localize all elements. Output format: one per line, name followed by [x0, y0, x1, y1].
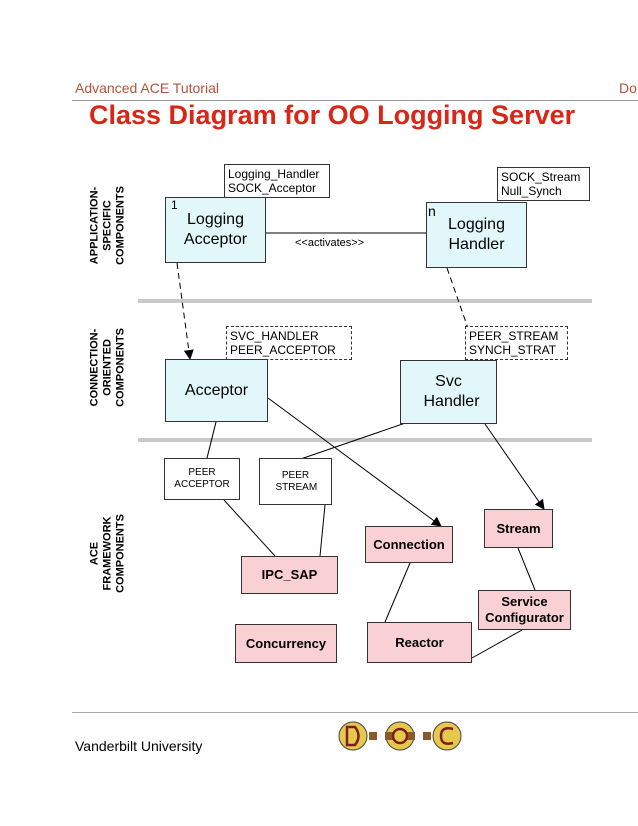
- class-name: Reactor: [395, 634, 444, 650]
- inherit-acceptor: [176, 262, 194, 360]
- multiplicity-n: n: [428, 203, 436, 219]
- peer-stream-param-box: PEER STREAM: [259, 458, 332, 505]
- header-course-title: Advanced ACE Tutorial: [75, 80, 219, 96]
- class-name: Connection: [373, 536, 445, 552]
- class-name: Concurrency: [245, 635, 327, 651]
- logging-acceptor-template-params: Logging_Handler SOCK_Acceptor: [224, 164, 330, 198]
- handler-stream: [484, 423, 545, 510]
- concurrency-class: Concurrency: [235, 624, 337, 663]
- connection-class: Connection: [365, 526, 453, 563]
- connection-reactor: [384, 562, 411, 623]
- param-label: PEER ACCEPTOR: [174, 467, 230, 490]
- header-right-text: Do: [619, 80, 637, 96]
- class-name: Svc Handler: [423, 373, 480, 410]
- footer-university: Vanderbilt University: [75, 738, 203, 754]
- doc-group-logo: [338, 721, 462, 751]
- layer-label-connection: CONNECTION- ORIENTED COMPONENTS: [89, 308, 128, 428]
- layer-label-line: COMPONENTS: [114, 186, 127, 265]
- param-label: PEER STREAM: [275, 469, 318, 493]
- template-param: SYNCH_STRAT: [469, 343, 557, 357]
- service-configurator-class: Service Configurator: [478, 590, 571, 630]
- layer-label-line: ORIENTED: [101, 339, 114, 396]
- multiplicity-one: 1: [171, 198, 178, 212]
- layer-label-line: COMPONENTS: [114, 328, 127, 407]
- acceptor-connection: [267, 397, 442, 527]
- layer-label-line: FRAMEWORK: [101, 516, 114, 591]
- footer-rule: [72, 712, 638, 713]
- template-param: Logging_Handler: [228, 167, 320, 181]
- class-name: Service Configurator: [485, 594, 564, 625]
- peer-acceptor-ipc: [223, 499, 276, 557]
- handler-peer-stream: [291, 417, 421, 463]
- activates-label: <<activates>>: [295, 237, 365, 249]
- template-param: SOCK_Acceptor: [228, 181, 317, 195]
- layer-label-line: SPECIFIC: [101, 200, 114, 251]
- layer-label-framework: ACE FRAMEWORK COMPONENTS: [89, 494, 128, 614]
- template-param: Null_Synch: [501, 184, 562, 198]
- logging-handler-class: Logging Handler: [426, 202, 527, 268]
- inherit-handler: [446, 267, 480, 358]
- template-param: PEER_STREAM: [469, 329, 559, 343]
- acceptor-class: Acceptor: [165, 359, 268, 422]
- layer-label-line: COMPONENTS: [114, 514, 127, 593]
- stream-class: Stream: [484, 509, 553, 548]
- logging-acceptor-class: Logging Acceptor: [165, 197, 266, 263]
- layer-label-application: APPLICATION- SPECIFIC COMPONENTS: [89, 166, 128, 286]
- svc-handler-template-params: PEER_STREAM SYNCH_STRAT: [465, 326, 568, 360]
- reactor-configurator: [471, 629, 523, 659]
- class-name: Logging Acceptor: [183, 211, 248, 248]
- class-name: Logging Handler: [448, 216, 505, 253]
- acceptor-peer-acceptor: [206, 421, 217, 459]
- svc-handler-class: Svc Handler: [400, 360, 497, 424]
- acceptor-template-params: SVC_HANDLER PEER_ACCEPTOR: [226, 326, 352, 360]
- stream-configurator: [517, 547, 536, 591]
- template-param: PEER_ACCEPTOR: [230, 343, 336, 357]
- slide-title: Class Diagram for OO Logging Server: [89, 100, 576, 130]
- reactor-class: Reactor: [367, 622, 472, 663]
- layer-label-line: ACE: [88, 541, 101, 566]
- ipc-sap-class: IPC_SAP: [241, 556, 338, 594]
- peer-acceptor-param-box: PEER ACCEPTOR: [164, 458, 240, 500]
- template-param: SVC_HANDLER: [230, 329, 319, 343]
- layer-label-line: APPLICATION-: [88, 186, 101, 265]
- class-name: Acceptor: [184, 381, 249, 399]
- peer-stream-ipc: [319, 504, 326, 557]
- header-rule: [72, 100, 638, 101]
- logging-handler-template-params: SOCK_Stream Null_Synch: [497, 167, 590, 201]
- class-name: Stream: [496, 520, 541, 536]
- template-param: SOCK_Stream: [501, 170, 581, 184]
- layer-label-line: CONNECTION-: [88, 328, 101, 407]
- class-name: IPC_SAP: [261, 567, 318, 582]
